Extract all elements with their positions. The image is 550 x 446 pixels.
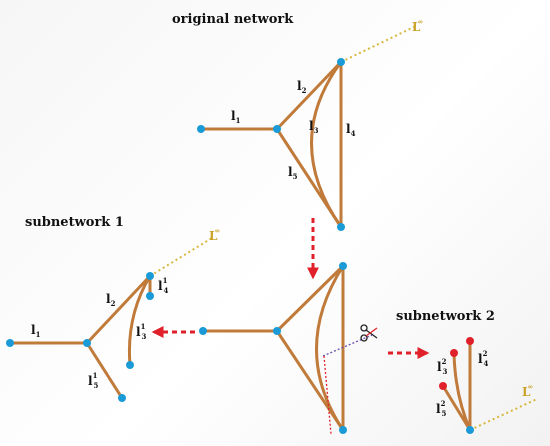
original-network: original network L∞ l1 l2 l3 l4 l5 — [172, 12, 423, 231]
sub1-extension-label: L∞ — [209, 226, 220, 243]
sub2-extension-line — [469, 398, 538, 431]
mid-edge-l3 — [315, 264, 345, 432]
orig-extension-label: L∞ — [412, 17, 423, 34]
sub2-node-l4-end — [466, 337, 474, 345]
sub1-node-l3-end — [126, 361, 134, 369]
sub1-node-top — [146, 272, 154, 280]
cut-line-horizontal — [322, 334, 373, 357]
mid-node-left — [199, 327, 207, 335]
sub2-node-bottom — [466, 426, 474, 434]
sub1-node-center — [83, 339, 91, 347]
sub2-node-l5-end — [439, 382, 447, 390]
mid-node-top — [339, 262, 347, 270]
orig-node-left — [197, 125, 205, 133]
mid-node-center — [273, 327, 281, 335]
orig-label-l1: l1 — [231, 109, 241, 125]
cut-network — [199, 262, 378, 435]
orig-label-l3: l3 — [309, 119, 319, 135]
orig-extension-line — [340, 26, 415, 63]
orig-label-l5: l5 — [288, 165, 298, 181]
sub1-edge-l2 — [85, 274, 152, 345]
sub1-label-l2: l2 — [106, 292, 116, 308]
sub2-extension-label: L∞ — [522, 382, 533, 399]
sub1-edge-l3 — [127, 274, 152, 367]
orig-edge-l5 — [275, 127, 343, 229]
orig-label-l4: l4 — [346, 122, 356, 138]
orig-edge-l2 — [275, 60, 343, 131]
orig-label-l2: l2 — [297, 79, 307, 95]
subnetwork-1-title: subnetwork 1 — [25, 215, 124, 230]
mid-edge-l2 — [275, 264, 345, 333]
mid-edge-l5 — [275, 329, 345, 432]
sub1-node-l5-end — [118, 394, 126, 402]
scissors-icon — [360, 324, 378, 342]
mid-node-bottom — [339, 426, 347, 434]
orig-node-bottom — [337, 223, 345, 231]
cut-line-vertical — [323, 355, 332, 435]
sub1-node-left — [6, 339, 14, 347]
subnetwork-2-title: subnetwork 2 — [396, 309, 495, 324]
original-network-title: original network — [172, 12, 294, 27]
sub1-node-l4-end — [146, 292, 154, 300]
orig-node-center — [273, 125, 281, 133]
sub1-edge-l5 — [85, 341, 124, 400]
sub1-extension-line — [149, 237, 213, 277]
sub2-edge-l5 — [441, 384, 472, 432]
sub2-node-l3-end — [450, 349, 458, 357]
orig-node-top — [337, 58, 345, 66]
sub1-label-l1: l1 — [31, 323, 41, 339]
